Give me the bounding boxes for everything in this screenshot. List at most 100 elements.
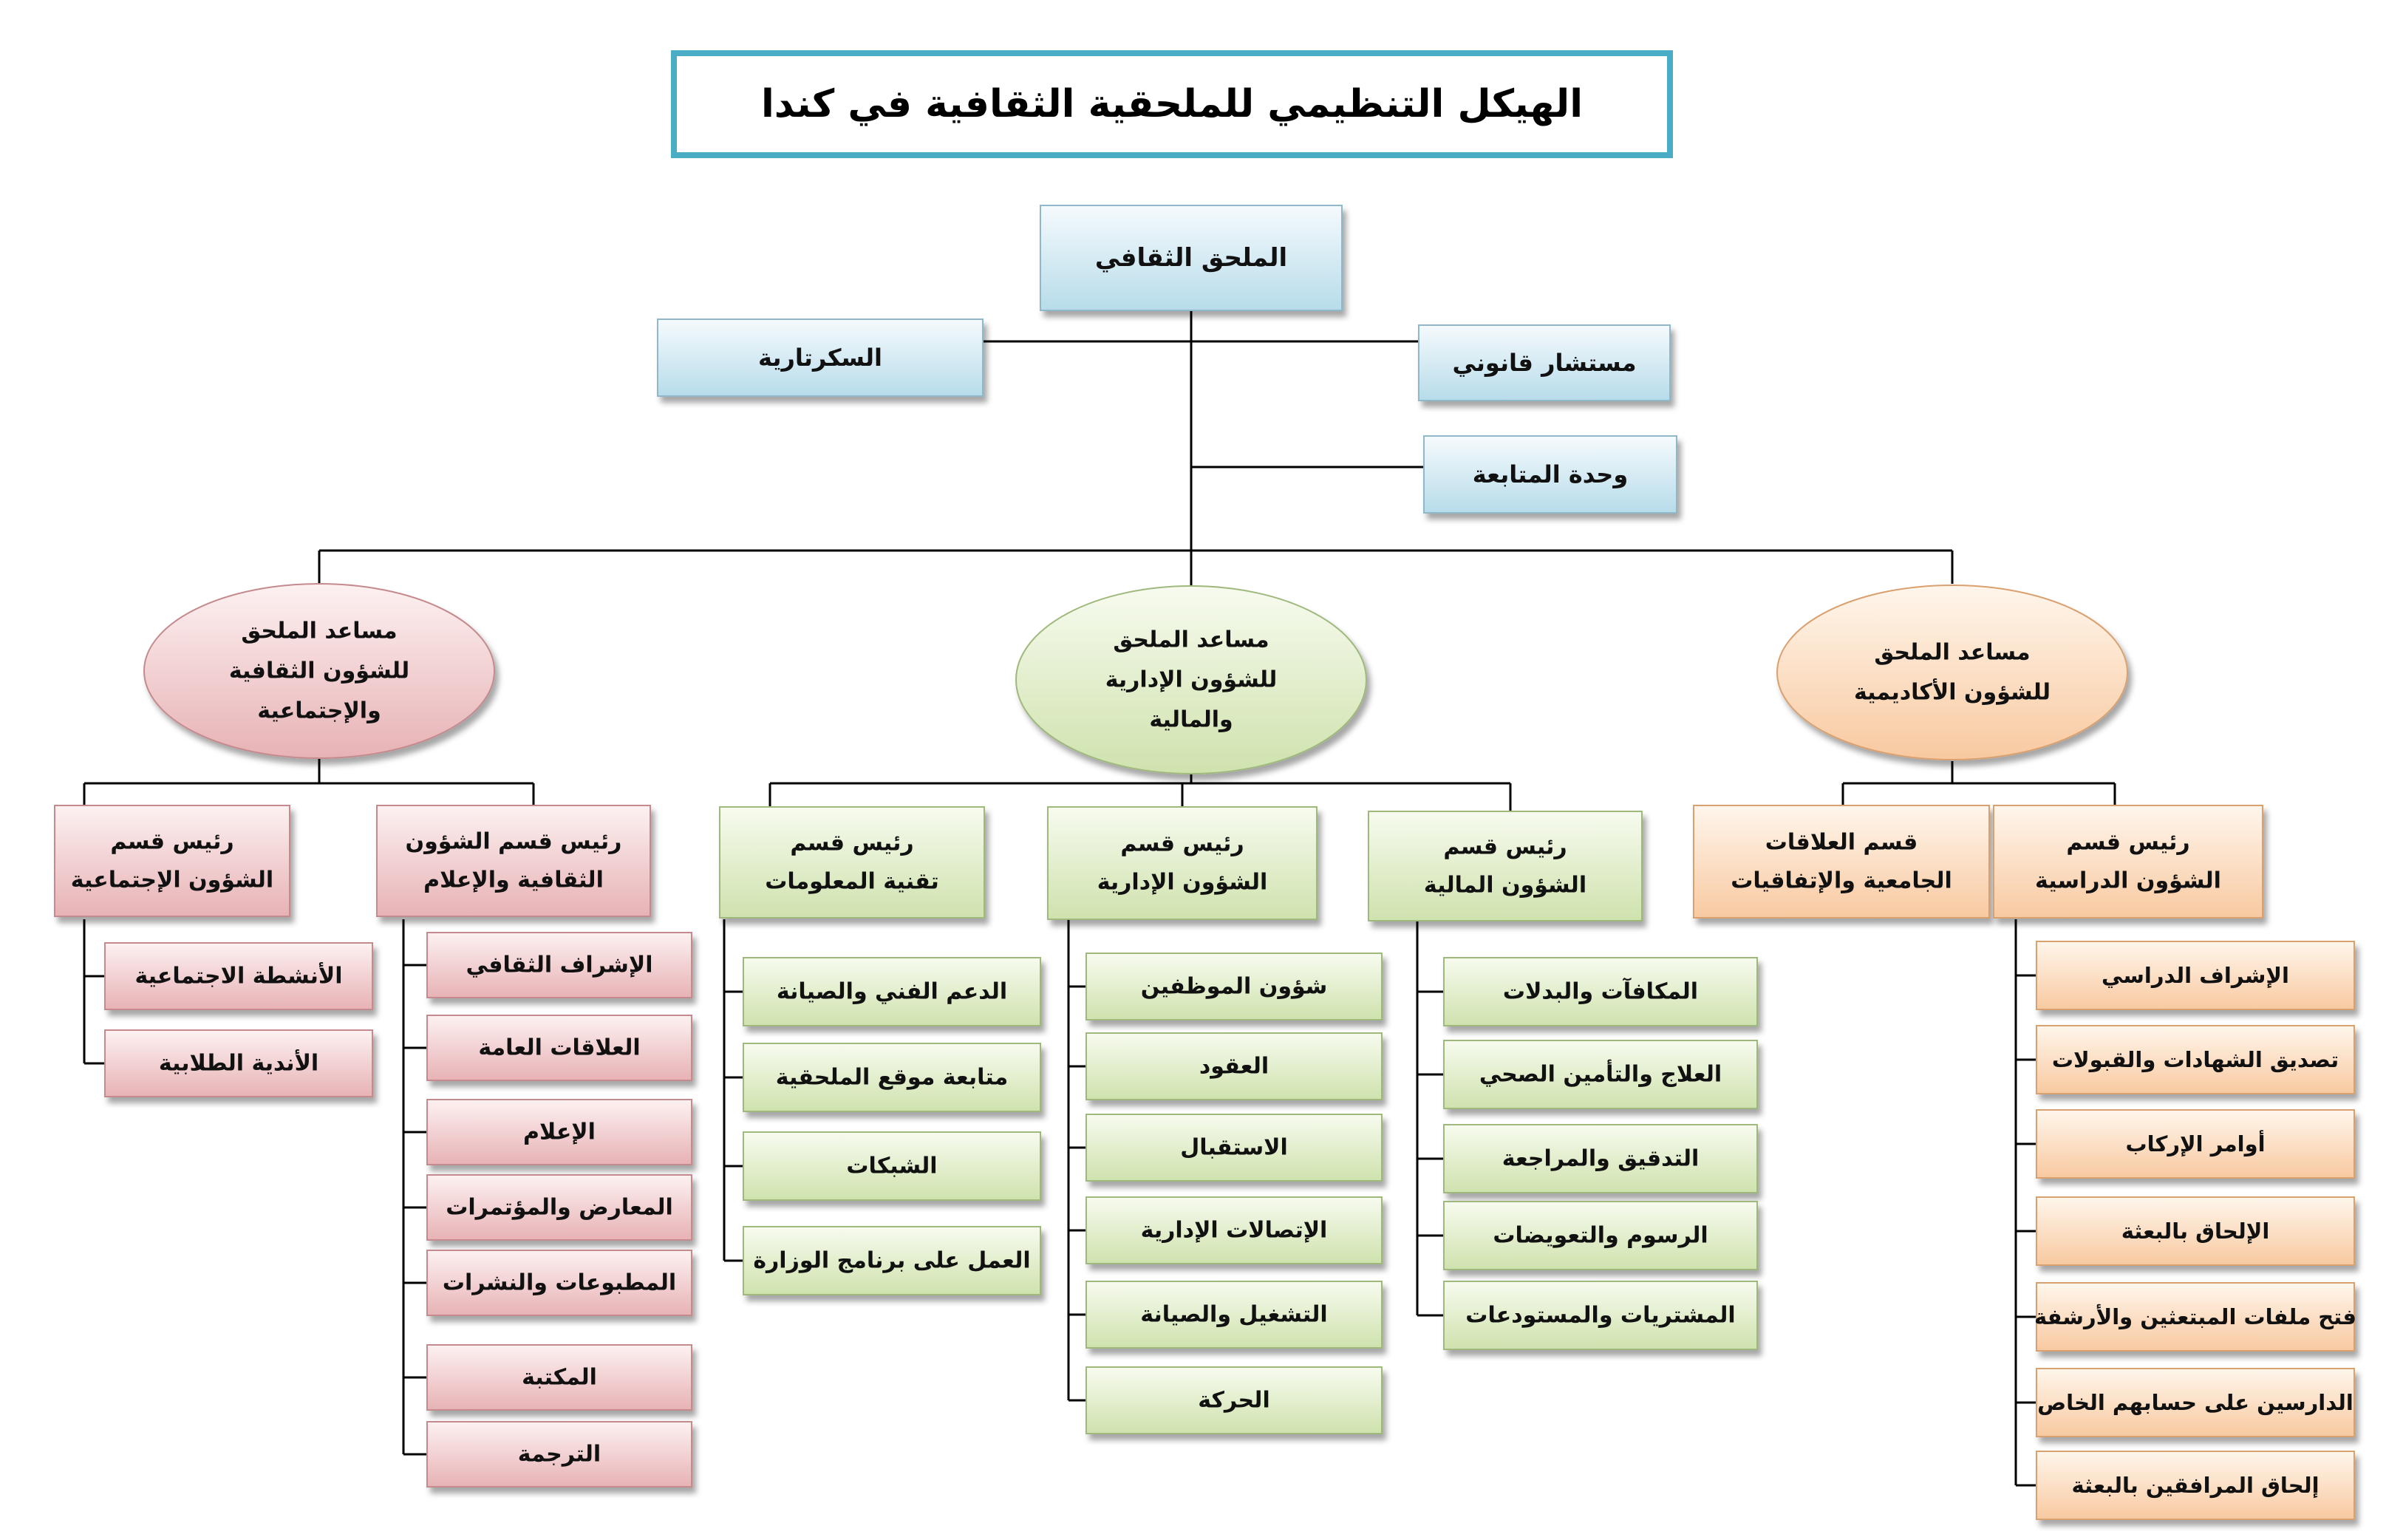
unit-study-item-shape bbox=[2036, 1451, 2355, 1520]
unit-study-item-shape bbox=[2036, 1025, 2355, 1094]
unit-culture_media-item-label: العلاقات العامة bbox=[478, 1035, 640, 1061]
attache-node-label: الملحق الثقافي bbox=[1095, 243, 1287, 273]
connector-lines bbox=[83, 310, 2116, 1487]
unit-it-item: الشبكات bbox=[743, 1131, 1041, 1201]
attache-node-shape bbox=[1040, 205, 1343, 311]
unit-culture_media-item: الإعلام bbox=[426, 1099, 692, 1165]
unit-study-item-shape bbox=[2036, 1282, 2355, 1352]
dept-admin-node: رئيس قسم الشؤون الإدارية bbox=[1047, 806, 1318, 920]
unit-social-item: الأنشطة الاجتماعية bbox=[104, 942, 373, 1010]
dept-social-node-label: الشؤون الإجتماعية bbox=[71, 868, 273, 893]
legal-advisor-node: مستشار قانوني bbox=[1418, 324, 1671, 401]
unit-social-item-label: الأندية الطلابية bbox=[159, 1049, 318, 1077]
dept-finance-node-label: رئيس قسم bbox=[1443, 834, 1567, 860]
dept-social-node-shape bbox=[54, 805, 290, 917]
unit-admin-item-label: الإتصالات الإدارية bbox=[1141, 1218, 1328, 1244]
dept-social-node-label: رئيس قسم bbox=[110, 829, 234, 855]
unit-it-item: العمل على برنامج الوزارة bbox=[743, 1226, 1041, 1295]
assistant-admin-node-label: مساعد الملحق bbox=[1113, 627, 1269, 653]
dept-study-node-shape bbox=[1993, 805, 2263, 919]
assistant-cultural-node-label: والإجتماعية bbox=[257, 698, 381, 724]
dept-admin-node-label: الشؤون الإدارية bbox=[1097, 870, 1268, 896]
unit-culture_media-item-shape bbox=[426, 1421, 692, 1488]
unit-study-item-label: الإلحاق بالبعثة bbox=[2121, 1219, 2270, 1244]
secretariat-node: السكرتارية bbox=[657, 318, 984, 397]
unit-admin-item-shape bbox=[1085, 1366, 1383, 1434]
unit-culture_media-item-shape bbox=[426, 1015, 692, 1081]
unit-study-item-shape bbox=[2036, 1109, 2355, 1179]
unit-finance-item-label: العلاج والتأمين الصحي bbox=[1479, 1060, 1722, 1088]
secretariat-node-label: السكرتارية bbox=[758, 344, 882, 372]
assistant-academic-node-label: للشؤون الأكاديمية bbox=[1854, 678, 2051, 706]
dept-finance-node: رئيس قسم الشؤون المالية bbox=[1368, 811, 1643, 921]
unit-admin-item-shape bbox=[1085, 1032, 1383, 1100]
unit-admin-item: شؤون الموظفين bbox=[1085, 953, 1383, 1021]
unit-finance-item-shape bbox=[1443, 1040, 1758, 1109]
unit-social-item: الأندية الطلابية bbox=[104, 1029, 373, 1097]
unit-social-item-shape bbox=[104, 1029, 373, 1097]
unit-study-item: فتح ملفات المبتعثين والأرشفة bbox=[2034, 1282, 2356, 1352]
unit-culture_media-item-shape bbox=[426, 932, 692, 998]
unit-it-item-shape bbox=[743, 1226, 1041, 1295]
unit-study-item-label: الإشراف الدراسي bbox=[2102, 963, 2289, 988]
unit-admin-item: العقود bbox=[1085, 1032, 1383, 1100]
unit-study-item-shape bbox=[2036, 1368, 2355, 1437]
unit-study-item: أوامر الإركاب bbox=[2036, 1109, 2355, 1179]
unit-study-item-shape bbox=[2036, 941, 2355, 1010]
unit-study-item: الدارسين على حسابهم الخاص bbox=[2036, 1368, 2355, 1437]
unit-culture_media-item: المكتبة bbox=[426, 1344, 692, 1411]
unit-it-item-shape bbox=[743, 1131, 1041, 1201]
unit-study-item-shape bbox=[2036, 1196, 2355, 1266]
dept-culture-media-node-label: الثقافية والإعلام bbox=[423, 868, 604, 893]
dept-it-node: رئيس قسم تقنية المعلومات bbox=[719, 806, 985, 919]
dept-culture-media-node: رئيس قسم الشؤون الثقافية والإعلام bbox=[376, 805, 651, 917]
unit-admin-item-label: الحركة bbox=[1198, 1388, 1269, 1414]
dept-relations-node-shape bbox=[1693, 805, 1990, 919]
org-nodes: الهيكل التنظيمي للملحقية الثقافية في كند… bbox=[54, 50, 2356, 1520]
dept-study-node-label: رئيس قسم bbox=[2066, 830, 2189, 856]
unit-finance-item: المشتريات والمستودعات bbox=[1443, 1281, 1758, 1350]
unit-culture_media-item-label: المكتبة bbox=[522, 1365, 597, 1391]
dept-finance-node-label: الشؤون المالية bbox=[1424, 873, 1586, 899]
unit-admin-item-shape bbox=[1085, 1281, 1383, 1349]
unit-finance-item-shape bbox=[1443, 1201, 1758, 1270]
unit-study-item-label: الدارسين على حسابهم الخاص bbox=[2037, 1390, 2353, 1415]
unit-it-item-label: الدعم الفني والصيانة bbox=[777, 979, 1007, 1005]
unit-admin-item: الحركة bbox=[1085, 1366, 1383, 1434]
legal-advisor-node-label: مستشار قانوني bbox=[1452, 349, 1636, 377]
unit-social-item-label: الأنشطة الاجتماعية bbox=[134, 962, 342, 989]
assistant-cultural-node-shape bbox=[143, 583, 495, 759]
unit-culture_media-item: المطبوعات والنشرات bbox=[426, 1250, 692, 1316]
dept-relations-node-label: قسم العلاقات bbox=[1765, 830, 1918, 856]
unit-study-item: الإشراف الدراسي bbox=[2036, 941, 2355, 1010]
title-frame bbox=[671, 50, 1673, 158]
unit-culture_media-item-label: الإعلام bbox=[523, 1120, 596, 1145]
assistant-academic-node-label: مساعد الملحق bbox=[1874, 640, 2030, 666]
unit-admin-item-label: شؤون الموظفين bbox=[1141, 974, 1328, 1000]
followup-unit-node-label: وحدة المتابعة bbox=[1473, 460, 1628, 488]
unit-it-item-label: متابعة موقع الملحقية bbox=[776, 1065, 1008, 1091]
unit-finance-item-shape bbox=[1443, 1281, 1758, 1350]
dept-it-node-label: تقنية المعلومات bbox=[765, 869, 939, 895]
dept-admin-node-label: رئيس قسم bbox=[1120, 831, 1244, 857]
dept-culture-media-node-shape bbox=[376, 805, 651, 917]
dept-culture-media-node-label: رئيس قسم الشؤون bbox=[406, 829, 622, 855]
dept-admin-node-shape bbox=[1047, 806, 1318, 920]
unit-admin-item-shape bbox=[1085, 1196, 1383, 1264]
dept-social-node: رئيس قسم الشؤون الإجتماعية bbox=[54, 805, 290, 917]
unit-culture_media-item-shape bbox=[426, 1250, 692, 1316]
unit-culture_media-item-shape bbox=[426, 1099, 692, 1165]
unit-culture_media-item: المعارض والمؤتمرات bbox=[426, 1174, 692, 1241]
unit-culture_media-item-label: المطبوعات والنشرات bbox=[443, 1270, 676, 1296]
unit-finance-item: المكافآت والبدلات bbox=[1443, 957, 1758, 1026]
assistant-admin-node-label: والمالية bbox=[1149, 707, 1233, 733]
dept-it-node-label: رئيس قسم bbox=[790, 831, 913, 856]
unit-finance-item-shape bbox=[1443, 1124, 1758, 1193]
unit-it-item: متابعة موقع الملحقية bbox=[743, 1043, 1041, 1112]
unit-culture_media-item-label: الإشراف الثقافي bbox=[466, 953, 652, 978]
attache-node: الملحق الثقافي bbox=[1040, 205, 1343, 311]
unit-it-item-shape bbox=[743, 1043, 1041, 1112]
unit-finance-item-label: الرسوم والتعويضات bbox=[1493, 1223, 1708, 1249]
